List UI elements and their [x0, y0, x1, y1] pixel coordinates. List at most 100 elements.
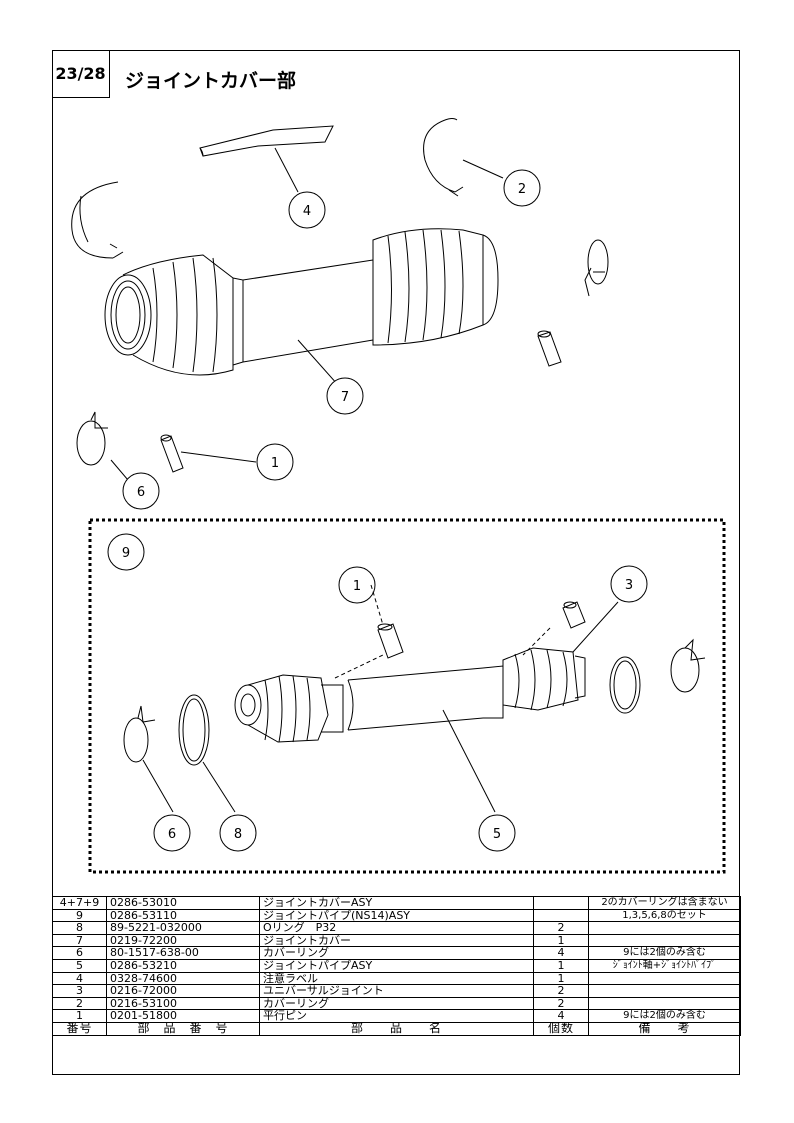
- row-number: 5: [52, 958, 107, 973]
- header-quantity: 個数: [533, 1021, 589, 1036]
- page-number: 23/28: [52, 50, 110, 98]
- joint-pipe-assembly: [234, 647, 586, 743]
- row-number: 9: [52, 908, 107, 923]
- row-remarks: ｼﾞｮｲﾝﾄ軸+ｼﾞｮｲﾝﾄﾊﾟｲﾌﾟ: [588, 958, 741, 973]
- pin-upper: [537, 330, 562, 367]
- row-quantity: 2: [533, 921, 589, 935]
- row-part-number: 0286-53010: [106, 896, 260, 910]
- cover-ring-lower-left: [76, 411, 108, 466]
- row-quantity: 1: [533, 933, 589, 948]
- parts-table-header: 番号 部 品 番 号 部 品 名 個数 備 考: [52, 1021, 741, 1036]
- row-quantity: 1: [533, 971, 589, 986]
- header-part-number: 部 品 番 号: [106, 1021, 260, 1036]
- row-quantity: 4: [533, 946, 589, 960]
- callout-9: 9: [107, 533, 145, 571]
- cover-ring-box-right: [670, 638, 706, 693]
- row-number: 7: [52, 933, 107, 948]
- row-part-name: ジョイントパイプASY: [259, 958, 534, 973]
- row-number: 4+7+9: [52, 896, 107, 910]
- callout-1-lower: 1: [338, 566, 376, 604]
- row-part-number: 0219-72200: [106, 933, 260, 948]
- page-title: ジョイントカバー部: [125, 70, 297, 92]
- joint-cover-part: [104, 228, 499, 376]
- callout-8: 8: [219, 814, 257, 852]
- callout-2: 2: [503, 169, 541, 207]
- pin-lower-right: [562, 601, 586, 629]
- page-frame: [52, 50, 740, 1075]
- row-part-number: 0201-51800: [106, 1009, 260, 1023]
- row-number: 8: [52, 921, 107, 935]
- callout-6-lower: 6: [153, 814, 191, 852]
- svg-text:5: 5: [493, 827, 501, 842]
- row-number: 4: [52, 971, 107, 986]
- o-ring-left: [178, 694, 210, 766]
- row-part-number: 0216-53100: [106, 996, 260, 1011]
- callout-5: 5: [478, 814, 516, 852]
- o-ring-right: [609, 656, 641, 714]
- row-remarks: 1,3,5,6,8のセット: [588, 908, 741, 923]
- row-quantity: [533, 896, 589, 910]
- callout-4: 4: [288, 191, 326, 229]
- row-remarks: [588, 996, 741, 1011]
- row-number: 2: [52, 996, 107, 1011]
- callout-3: 3: [610, 565, 648, 603]
- row-part-name: 平行ピン: [259, 1009, 534, 1023]
- row-part-name: ジョイントパイプ(NS14)ASY: [259, 908, 534, 923]
- row-quantity: 2: [533, 984, 589, 998]
- row-remarks: 9には2個のみ含む: [588, 1009, 741, 1023]
- row-part-number: 0328-74600: [106, 971, 260, 986]
- row-part-name: 注意ラベル: [259, 971, 534, 986]
- warning-label-part: [199, 125, 334, 157]
- cover-ring-box-left: [123, 705, 156, 763]
- callout-6: 6: [122, 472, 160, 510]
- row-remarks: 2のカバーリングは含まない: [588, 896, 741, 910]
- header-number: 番号: [52, 1021, 107, 1036]
- row-part-number: 0286-53210: [106, 958, 260, 973]
- svg-text:8: 8: [234, 827, 242, 842]
- svg-text:6: 6: [137, 485, 145, 500]
- svg-text:4: 4: [303, 204, 311, 219]
- row-part-name: カバーリング: [259, 946, 534, 960]
- header-part-name: 部 品 名: [259, 1021, 534, 1036]
- cover-ring-right: [584, 239, 609, 297]
- row-part-name: ジョイントカバー: [259, 933, 534, 948]
- row-quantity: 4: [533, 1009, 589, 1023]
- row-remarks: [588, 984, 741, 998]
- row-number: 6: [52, 946, 107, 960]
- callout-1: 1: [256, 443, 294, 481]
- row-part-name: Oリング P32: [259, 921, 534, 935]
- row-number: 3: [52, 984, 107, 998]
- svg-text:1: 1: [271, 456, 279, 471]
- row-part-name: カバーリング: [259, 996, 534, 1011]
- row-part-number: 0286-53110: [106, 908, 260, 923]
- svg-text:3: 3: [625, 578, 633, 593]
- row-number: 1: [52, 1009, 107, 1023]
- row-part-number: 89-5221-032000: [106, 921, 260, 935]
- row-quantity: 2: [533, 996, 589, 1011]
- parts-drawing: 4 2 7 1 6 9 1 3: [53, 100, 739, 880]
- svg-text:2: 2: [518, 182, 526, 197]
- callout-7: 7: [326, 377, 364, 415]
- svg-text:7: 7: [341, 390, 349, 405]
- svg-text:6: 6: [168, 827, 176, 842]
- row-remarks: [588, 971, 741, 986]
- header-remarks: 備 考: [588, 1021, 741, 1036]
- row-quantity: [533, 908, 589, 923]
- row-remarks: [588, 921, 741, 935]
- row-remarks: [588, 933, 741, 948]
- row-quantity: 1: [533, 958, 589, 973]
- row-remarks: 9には2個のみ含む: [588, 946, 741, 960]
- row-part-number: 0216-72000: [106, 984, 260, 998]
